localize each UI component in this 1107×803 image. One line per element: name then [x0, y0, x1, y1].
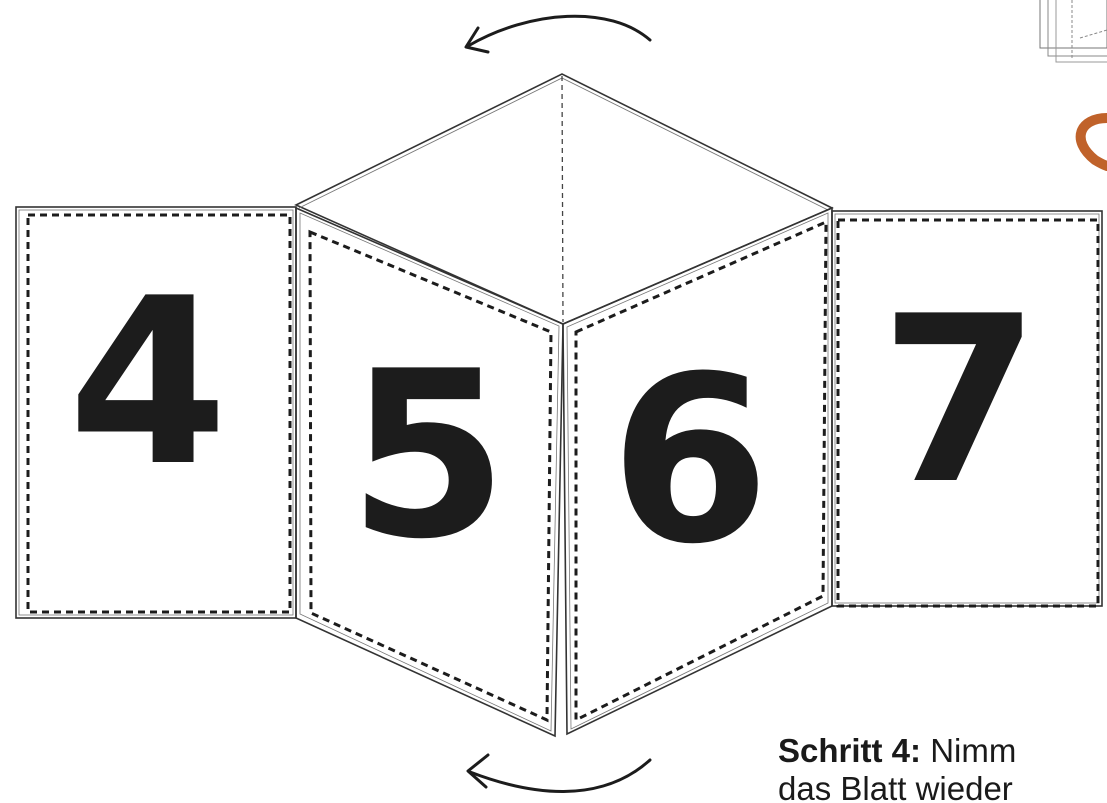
panel-4-number: 4: [68, 250, 228, 517]
orange-arc-icon: [1081, 118, 1107, 166]
panel-7-number: 7: [880, 268, 1040, 535]
caption-line-1-rest: Nimm: [921, 732, 1016, 769]
step-label: Schritt 4:: [778, 732, 921, 769]
caption-line-2: das Blatt wieder: [778, 770, 1098, 803]
top-curved-arrow-icon: [466, 16, 650, 52]
center-fold-line: [562, 76, 563, 322]
panel-5-number: 5: [348, 323, 508, 590]
top-fold-flap: [296, 74, 832, 324]
bottom-curved-arrow-icon: [468, 755, 650, 792]
folded-paper-thumbnail-icon: [1040, 0, 1107, 62]
step-caption: Schritt 4: Nimm das Blatt wieder: [778, 732, 1098, 803]
panel-6-number: 6: [610, 328, 770, 595]
caption-line-1: Schritt 4: Nimm: [778, 732, 1098, 770]
